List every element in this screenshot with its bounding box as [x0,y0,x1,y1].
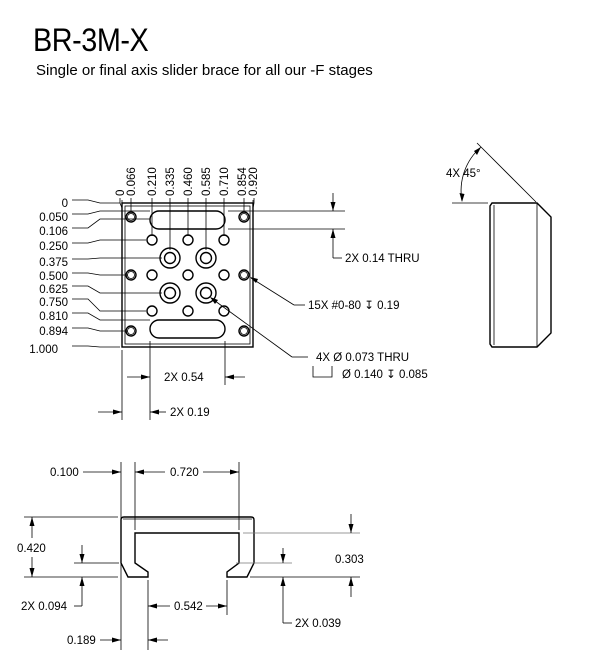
dim-opening: 0.542 [174,601,203,613]
slot-width-dimension: 2X 0.14 THRU [228,193,420,265]
tap-note-callout: 15X #0-80 ↧ 0.19 [250,277,399,312]
mounting-hole [240,327,248,335]
mounting-hole [238,325,250,337]
mounting-hole [127,213,135,221]
col-label: 0.460 [183,167,195,196]
lip-chamfer-dimension: 2X 0.039 [236,548,341,630]
row-leader [72,272,128,276]
hole-note-line1: 4X Ø 0.073 THRU [316,352,409,364]
tapped-hole [146,234,158,246]
column-leader [252,198,255,209]
row-labels: 0 0.050 0.106 0.250 0.375 0.500 0.625 0.… [29,198,68,356]
dim-inner-height: 0.303 [335,554,364,566]
column-labels: 0 0.066 0.210 0.335 0.460 0.585 0.710 0.… [115,167,260,196]
tapped-hole [182,234,194,246]
tapped-hole [182,305,194,317]
hole-note-line2: Ø 0.140 ↧ 0.085 [342,369,428,381]
slot-offset-dim: 2X 0.19 [170,407,210,419]
row-label: 1.000 [29,344,58,356]
slot-offset-dimension: 2X 0.19 [98,407,210,419]
row-label: 0.810 [39,311,68,323]
row-label: 0.894 [39,326,68,338]
mounting-hole [127,327,135,335]
row-label: 0.750 [39,297,68,309]
wall-dimension: 0.100 0.720 [50,467,239,479]
hole-note-callout: 4X Ø 0.073 THRU Ø 0.140 ↧ 0.085 [210,297,428,381]
counterbore-hole [195,282,217,304]
col-label: 0.920 [248,167,260,196]
counterbore-hole [163,251,177,265]
row-leader [72,239,146,244]
mounting-hole [240,271,248,279]
counterbore-hole [159,247,181,269]
tapped-hole [182,269,194,281]
counterbore-symbol [312,366,333,378]
row-label: 0.106 [39,226,68,238]
slot-note: 2X 0.14 THRU [345,253,420,265]
row-label: 0.500 [39,271,68,283]
col-label: 0.585 [201,167,213,196]
col-label: 0.335 [165,167,177,196]
counterbore-hole [195,247,217,269]
row-leaders [72,199,162,348]
counterbore-hole [199,286,213,300]
row-label: 0.625 [39,284,68,296]
front-view: 0.100 0.720 0.420 2X 0.09 [17,462,364,650]
row-leader [72,345,120,348]
row-leader [72,210,150,215]
row-leader [72,312,150,321]
part-title: BR-3M-X [33,22,149,58]
plate-outline [121,202,254,348]
col-label: 0.066 [126,167,138,196]
mounting-hole [240,213,248,221]
opening-dimension: 0.542 [148,601,227,613]
top-view: 0 0.066 0.210 0.335 0.460 0.585 0.710 0.… [29,167,428,420]
row-leader [72,257,162,260]
slot-length-dim: 2X 0.54 [164,372,204,384]
chamfer-note: 4X 45° [446,168,481,180]
mounting-hole [127,271,135,279]
tapped-hole [218,269,230,281]
side-view: 4X 45° [446,142,552,348]
lip-height-dimension: 2X 0.094 [21,545,119,613]
dim-lip-height: 2X 0.094 [21,601,68,613]
mounting-hole [238,269,250,281]
row-leader [72,199,120,204]
dim-inner-width: 0.720 [170,467,199,479]
dim-height: 0.420 [17,543,46,555]
col-label: 0.854 [237,167,249,196]
tapped-hole [218,234,230,246]
tap-note: 15X #0-80 ↧ 0.19 [308,300,399,312]
tapped-hole [146,269,158,281]
row-label: 0 [62,198,68,210]
counterbore-hole [199,251,213,265]
dim-lip-width: 0.189 [67,635,96,647]
lip-width-dimension: 0.189 [67,635,168,647]
row-leader [72,285,162,294]
row-label: 0.250 [39,241,68,253]
row-label: 0.375 [39,257,68,269]
slot-length-dimension: 2X 0.54 [121,341,245,420]
holes [125,211,250,337]
dim-wall: 0.100 [50,467,79,479]
column-leader [119,198,123,209]
row-leader [72,218,150,229]
col-label: 0.710 [219,167,231,196]
row-label: 0.050 [39,212,68,224]
dim-lip-chamfer: 2X 0.039 [295,618,341,630]
profile-outline [120,516,255,578]
height-dimension: 0.420 [17,516,118,578]
row-leader [72,298,146,312]
counterbore-hole [159,282,181,304]
inner-height-dimension: 0.303 [243,514,364,597]
col-label: 0 [115,190,127,196]
part-subtitle: Single or final axis slider brace for al… [36,62,373,79]
counterbore-hole [163,286,177,300]
column-leaders [119,198,255,250]
slots [149,210,226,339]
tapped-hole [146,305,158,317]
col-label: 0.210 [147,167,159,196]
row-leader [72,327,128,332]
